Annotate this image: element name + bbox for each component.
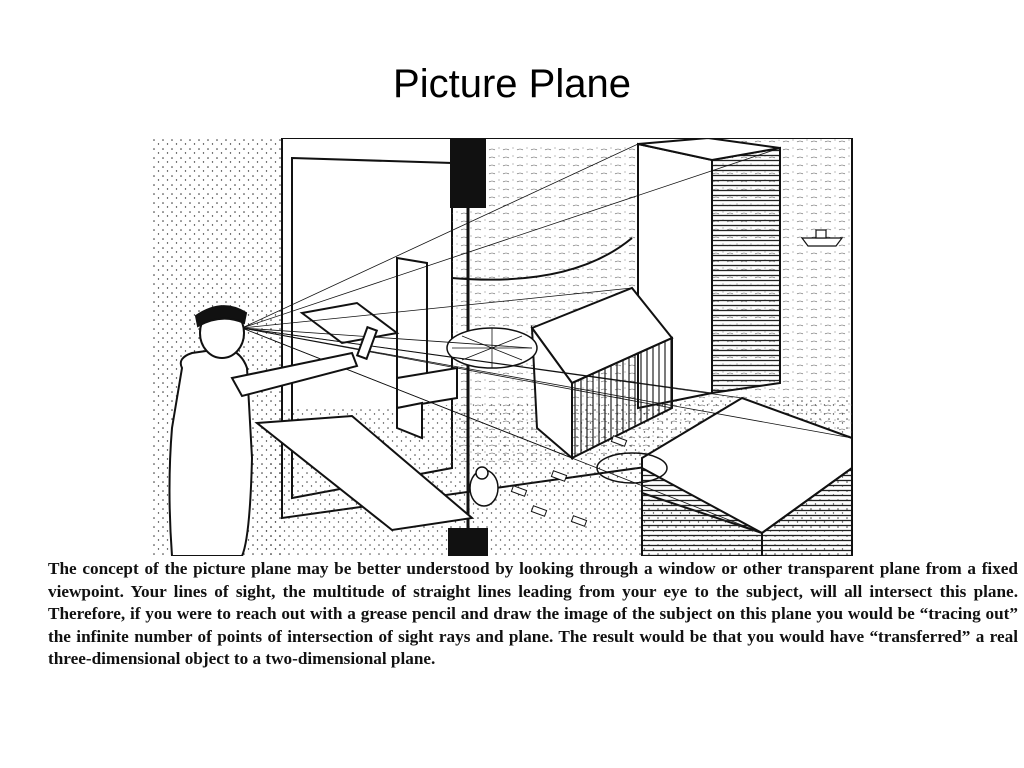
pigeon-icon	[469, 466, 499, 507]
window-sill	[254, 414, 475, 532]
caption-text: The concept of the picture plane may be …	[48, 559, 1018, 669]
man-figure	[168, 305, 379, 556]
slide-title: Picture Plane	[393, 62, 631, 106]
window-mullion	[450, 138, 486, 208]
picture-plane-illustration	[152, 138, 853, 556]
dome	[446, 327, 538, 369]
plaza-cars	[510, 435, 628, 527]
boat-icon	[800, 229, 844, 247]
plaza-circle	[596, 452, 668, 484]
